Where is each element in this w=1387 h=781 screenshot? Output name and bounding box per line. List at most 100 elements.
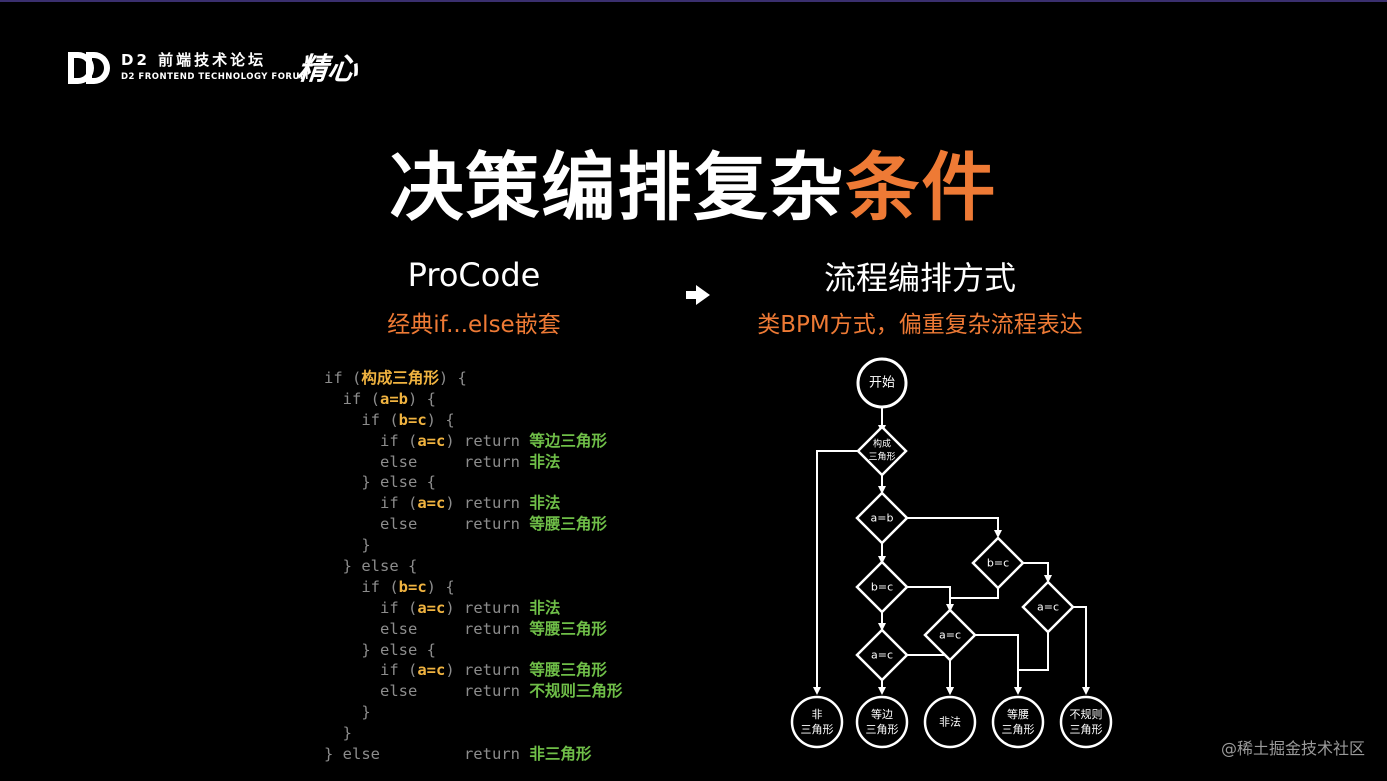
code-text: ) return <box>445 494 530 513</box>
code-text: } else { <box>324 640 436 659</box>
procode-subheading: 经典if...else嵌套 <box>387 312 561 338</box>
right-arrow-icon <box>684 283 712 311</box>
code-line: else return 等腰三角形 <box>324 619 622 640</box>
top-accent-line <box>0 0 1387 2</box>
code-text: else return <box>324 682 530 701</box>
flowchart: 开始构成三角形a=bb=cb=ca=ca=ca=c非三角形等边三角形非法等腰三角… <box>790 357 1113 749</box>
decision-node-d4 <box>971 536 1025 590</box>
decision-node-d6 <box>923 608 977 662</box>
decision-node-d1 <box>856 425 908 477</box>
code-text: if ( <box>324 431 418 450</box>
logo-cn-text: D2 前端技术论坛 <box>121 51 267 69</box>
end-node-e3 <box>923 695 977 749</box>
code-text: } else return <box>324 745 530 764</box>
code-result: 不规则三角形 <box>529 682 623 701</box>
node-label: 等腰 <box>1007 707 1029 721</box>
procode-heading: ProCode <box>407 256 541 294</box>
jingxin-logo: 精心 <box>295 52 360 87</box>
code-condition: a=c <box>417 598 446 617</box>
code-text: if ( <box>324 494 418 513</box>
node-label: 开始 <box>869 376 895 391</box>
edge-d4-d6 <box>949 587 999 610</box>
code-line: if (a=c) return 等腰三角形 <box>324 660 622 681</box>
title-highlight: 条件 <box>845 145 998 231</box>
decision-node-d7 <box>1021 580 1075 634</box>
decision-node-d3 <box>855 560 909 614</box>
code-text: if ( <box>324 577 399 596</box>
node-label: a=c <box>939 629 961 642</box>
node-label: 非 <box>812 708 823 721</box>
code-line: if (构成三角形) { <box>324 368 622 389</box>
code-result: 等腰三角形 <box>529 619 607 638</box>
node-label: 三角形 <box>868 451 895 463</box>
flow-subheading: 类BPM方式，偏重复杂流程表达 <box>757 312 1083 338</box>
edge-d2-d4 <box>907 517 1002 538</box>
code-result: 非法 <box>529 494 561 513</box>
code-line: if (b=c) { <box>324 410 622 431</box>
code-text: ) { <box>438 369 467 387</box>
node-label: b=c <box>871 581 893 594</box>
edge-d1-e1 <box>813 450 859 695</box>
code-result: 等边三角形 <box>529 431 607 450</box>
code-line: else return 不规则三角形 <box>324 681 622 702</box>
edge-d7-e5 <box>1073 606 1090 695</box>
code-line: } <box>324 723 622 744</box>
edge-d4-d7 <box>1023 562 1052 583</box>
code-line: } else { <box>324 472 622 493</box>
end-node-e1 <box>790 695 844 749</box>
code-condition: b=c <box>398 410 427 429</box>
code-text: if ( <box>324 369 362 387</box>
code-condition: 构成三角形 <box>361 369 439 387</box>
code-text: else return <box>324 619 530 638</box>
end-node-e4 <box>991 695 1045 749</box>
code-result: 非三角形 <box>529 745 592 764</box>
code-condition: a=c <box>417 431 446 450</box>
d2-logo-icon <box>68 52 110 84</box>
code-line: if (a=c) return 非法 <box>324 493 622 514</box>
code-condition: b=c <box>398 577 427 596</box>
node-label: 三角形 <box>866 723 899 736</box>
code-text: if ( <box>324 598 418 617</box>
code-text: } <box>324 536 371 555</box>
node-label: b=c <box>987 557 1009 570</box>
edge-d3-d6 <box>907 586 954 612</box>
code-text: if ( <box>324 410 399 429</box>
end-node-e5 <box>1059 695 1113 749</box>
edge-d7-e4 <box>1018 632 1049 671</box>
code-result: 非法 <box>529 452 561 471</box>
code-line: else return 等腰三角形 <box>324 514 622 535</box>
code-text: else return <box>324 452 530 471</box>
code-line: } <box>324 702 622 723</box>
code-text: ) { <box>426 410 455 429</box>
code-block: if (构成三角形) { if (a=b) { if (b=c) { if (a… <box>324 368 622 765</box>
node-label: 三角形 <box>801 723 834 736</box>
node-label: a=b <box>871 512 894 525</box>
code-text: } <box>324 724 352 743</box>
code-line: else return 非法 <box>324 452 622 473</box>
code-line: } else { <box>324 556 622 577</box>
end-node-e2 <box>855 695 909 749</box>
node-label: a=c <box>1037 601 1059 614</box>
node-label: 非法 <box>939 715 961 729</box>
node-label: 等边 <box>871 707 893 721</box>
code-line: if (a=b) { <box>324 389 622 410</box>
code-text: } else { <box>324 557 418 576</box>
code-text: if ( <box>324 661 418 680</box>
code-result: 非法 <box>529 598 561 617</box>
node-label: 三角形 <box>1070 723 1103 736</box>
code-condition: a=b <box>380 389 408 408</box>
code-text: if ( <box>324 389 380 408</box>
code-condition: a=c <box>417 494 446 513</box>
decision-node-d5 <box>855 628 909 682</box>
watermark: @稀土掘金技术社区 <box>1220 739 1365 758</box>
code-text: } <box>324 703 371 722</box>
flow-heading: 流程编排方式 <box>823 259 1016 297</box>
code-text: ) return <box>445 598 530 617</box>
start-node <box>856 357 908 409</box>
code-text: } else { <box>324 473 436 492</box>
code-line: if (a=c) return 等边三角形 <box>324 431 622 452</box>
edge-d5-e3 <box>907 654 954 695</box>
edge-d6-e4 <box>975 634 1022 695</box>
node-label: 三角形 <box>1002 723 1035 736</box>
node-label: a=c <box>871 649 893 662</box>
